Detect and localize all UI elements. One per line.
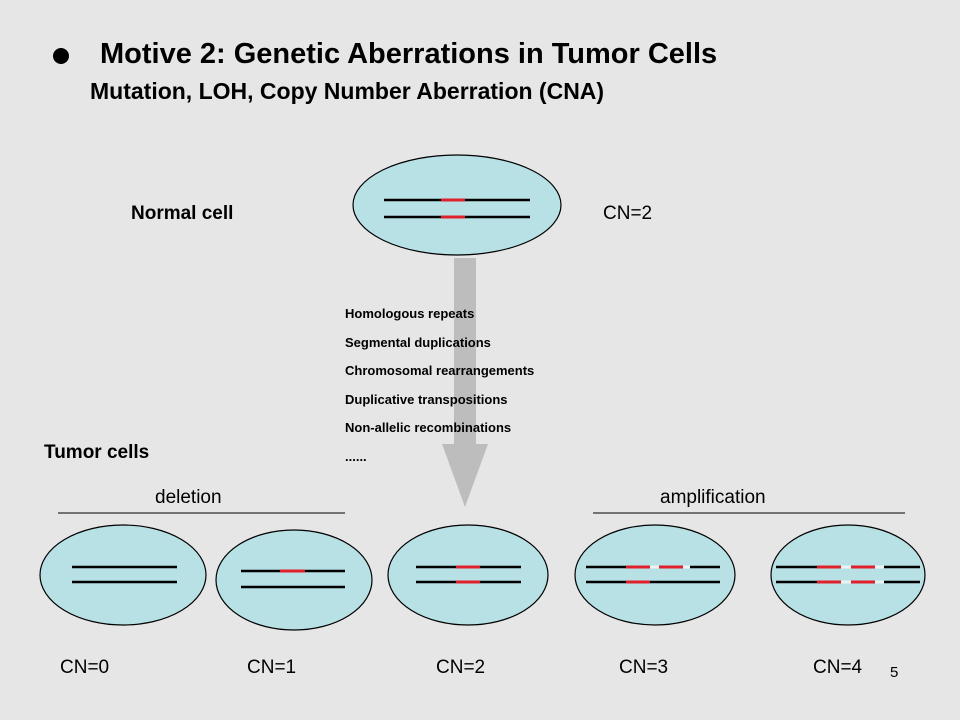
cn-label-1: CN=1 [247, 657, 297, 678]
normal-cell-label: Normal cell [131, 203, 234, 224]
slide-subtitle: Mutation, LOH, Copy Number Aberration (C… [90, 78, 605, 104]
deletion-label: deletion [155, 487, 222, 508]
tumor-cell-cn0 [39, 524, 207, 626]
amplification-label: amplification [660, 487, 766, 508]
tumor-cell-cn4 [770, 524, 926, 626]
slide-title: Motive 2: Genetic Aberrations in Tumor C… [100, 38, 718, 70]
mechanism-item: ...... [345, 448, 367, 464]
cn-label-4: CN=4 [813, 657, 863, 678]
title-bullet-icon [53, 48, 69, 64]
normal-cell-cn-label: CN=2 [603, 203, 653, 224]
tumor-cell-cn1 [215, 529, 373, 631]
tumor-cell-cn3 [574, 524, 736, 626]
mechanism-item: Chromosomal rearrangements [345, 363, 535, 378]
mechanism-item: Homologous repeats [345, 306, 475, 321]
cn-label-3: CN=3 [619, 657, 669, 678]
mechanism-item: Segmental duplications [345, 334, 491, 350]
page-number: 5 [890, 664, 899, 681]
mechanism-item: Duplicative transpositions [345, 391, 508, 407]
tumor-cells-label: Tumor cells [44, 442, 150, 463]
tumor-cell-cn2 [387, 524, 549, 626]
cn-label-2: CN=2 [436, 657, 486, 678]
normal-cell [352, 154, 562, 256]
mechanism-list: Homologous repeats Segmental duplication… [345, 300, 534, 471]
process-arrow [442, 258, 488, 507]
cn-label-0: CN=0 [60, 657, 110, 678]
mechanism-item: Non-allelic recombinations [345, 420, 512, 435]
